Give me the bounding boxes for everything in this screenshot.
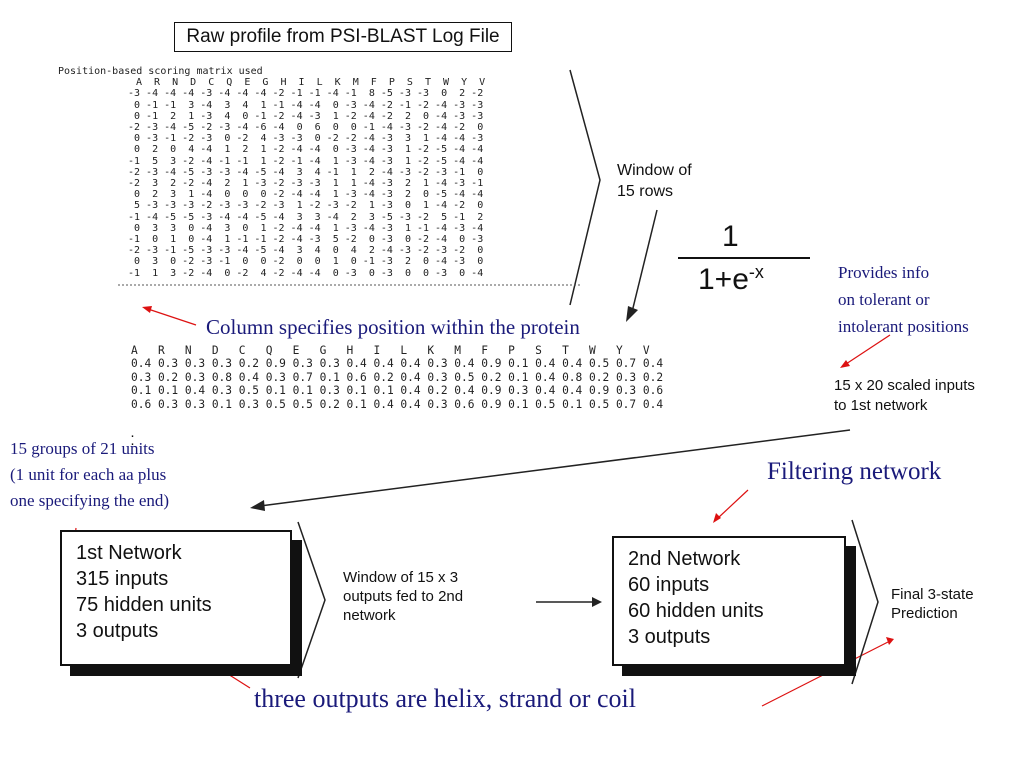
scaled-to-net1-line	[259, 429, 851, 507]
red-arrowhead-provides	[840, 360, 850, 368]
window-arrow-line	[631, 209, 658, 313]
groups-note: 15 groups of 21 units (1 unit for each a…	[10, 439, 170, 510]
window-15-rows-label: Window of 15 rows	[617, 162, 692, 200]
red-arrow-column	[147, 308, 197, 326]
window-15x3-label: Window of 15 x 3 outputs fed to 2nd netw…	[343, 569, 464, 624]
matrix-row: -2 -3 -1 -5 -3 -3 -4 -5 -4 3 4 0 4 2 -4 …	[128, 245, 484, 257]
raw-matrix: Position-based scoring matrix used A R N…	[58, 66, 485, 279]
scaled-row: 0.1 0.1 0.4 0.3 0.5 0.1 0.1 0.3 0.1 0.1 …	[131, 384, 664, 398]
window-arrowhead	[626, 306, 638, 322]
network2-inputs: 60 inputs	[628, 574, 710, 596]
scaled-header: A R N D C Q E G H I L K M F P S T W Y V	[131, 344, 650, 357]
matrix-row: -1 5 3 -2 -4 -1 -1 1 -2 -1 -4 1 -3 -4 -3…	[128, 155, 484, 167]
red-arrow-provides	[845, 334, 891, 365]
formula-exponent: -x	[748, 262, 764, 282]
matrix-row: 5 -3 -3 -3 -2 -3 -3 -2 -3 1 -2 -3 -2 1 -…	[128, 200, 484, 212]
network1-outputs: 3 outputs	[76, 620, 159, 642]
matrix-row: -1 -4 -5 -5 -3 -4 -4 -5 -4 3 3 -4 2 3 -5…	[128, 211, 484, 223]
scaled-rows: 0.4 0.3 0.3 0.3 0.2 0.9 0.3 0.3 0.4 0.4 …	[131, 357, 663, 411]
raw-profile-title: Raw profile from PSI-BLAST Log File	[174, 22, 512, 52]
matrix-row: 0 2 0 4 -4 1 2 1 -2 -4 -4 0 -3 -4 -3 1 -…	[128, 144, 484, 156]
final-prediction-label: Final 3-state Prediction	[891, 586, 974, 622]
matrix-row: -2 -3 -4 -5 -2 -3 -4 -6 -4 0 6 0 0 -1 -4…	[128, 122, 484, 134]
matrix-title: Position-based scoring matrix used	[58, 66, 263, 77]
network2-hidden: 60 hidden units	[628, 600, 764, 622]
network1-box: 1st Network 315 inputs 75 hidden units 3…	[60, 530, 292, 666]
scaled-row: 0.4 0.3 0.3 0.3 0.2 0.9 0.3 0.3 0.4 0.4 …	[131, 357, 664, 371]
chevron-net1	[297, 521, 326, 679]
red-arrow-filtering	[717, 489, 749, 519]
scaled-row: 0.6 0.3 0.3 0.1 0.3 0.5 0.5 0.2 0.1 0.4 …	[131, 397, 664, 411]
network1-title: 1st Network	[76, 542, 182, 564]
outputs-note: three outputs are helix, strand or coil	[254, 684, 636, 713]
network2-title: 2nd Network	[628, 548, 741, 570]
network2-outputs: 3 outputs	[628, 626, 711, 648]
red-arrowhead-outputs-right	[886, 637, 894, 645]
matrix-row: -2 -3 -4 -5 -3 -3 -4 -5 -4 3 4 -1 1 2 -4…	[128, 166, 484, 178]
continuation-dots: ··	[130, 427, 135, 452]
scaled-row: 0.3 0.2 0.3 0.8 0.4 0.3 0.7 0.1 0.6 0.2 …	[131, 370, 664, 384]
matrix-row: 0 3 3 0 -4 3 0 1 -2 -4 -4 1 -3 -4 -3 1 -…	[128, 222, 484, 234]
network2-box: 2nd Network 60 inputs 60 hidden units 3 …	[612, 536, 846, 666]
matrix-row: 0 3 0 -2 -3 -1 0 0 -2 0 0 1 0 -1 -3 2 0 …	[128, 256, 484, 268]
formula-denominator-base: 1+e	[698, 263, 749, 296]
red-arrowhead-filtering	[713, 513, 721, 523]
network1-hidden: 75 hidden units	[76, 594, 212, 616]
column-note: Column specifies position within the pro…	[206, 315, 580, 339]
matrix-header: A R N D C Q E G H I L K M F P S T W Y V	[136, 77, 486, 89]
matrix-row: 0 -3 -1 -2 -3 0 -2 4 -3 -3 0 -2 -2 -4 -3…	[128, 133, 484, 145]
scaled-to-net1-arrowhead	[250, 500, 265, 511]
matrix-row: -2 3 2 -2 -4 2 1 -3 -2 -3 -3 1 1 -4 -3 2…	[128, 178, 484, 190]
scaled-matrix: A R N D C Q E G H I L K M F P S T W Y V …	[131, 344, 663, 411]
window-bracket	[569, 69, 601, 306]
matrix-row: -3 -4 -4 -4 -3 -4 -4 -4 -2 -1 -1 -4 -1 8…	[128, 88, 484, 100]
red-arrow-outputs-right	[761, 641, 889, 707]
window-to-net2-arrowhead	[592, 597, 602, 607]
matrix-row: -1 0 1 0 -4 1 -1 -1 -2 -4 -3 5 -2 0 -3 0…	[128, 234, 484, 246]
matrix-row: 0 -1 -1 3 -4 3 4 1 -1 -4 -4 0 -3 -4 -2 -…	[128, 99, 484, 111]
red-arrowhead-column	[142, 306, 152, 313]
filtering-network-note: Filtering network	[767, 458, 942, 485]
matrix-row: 0 2 3 1 -4 0 0 0 -2 -4 -4 1 -3 -4 -3 2 0…	[128, 189, 484, 201]
matrix-row: 0 -1 2 1 -3 4 0 -1 -2 -4 -3 1 -2 -4 -2 2…	[128, 110, 484, 122]
provides-info-note: Provides info on tolerant or intolerant …	[838, 263, 969, 336]
matrix-rows: -3 -4 -4 -4 -3 -4 -4 -4 -2 -1 -1 -4 -1 8…	[58, 88, 485, 278]
matrix-row: -1 1 3 -2 -4 0 -2 4 -2 -4 -4 0 -3 0 -3 0…	[128, 267, 484, 279]
formula-denominator: 1+e-x	[698, 262, 764, 297]
formula-numerator: 1	[722, 220, 739, 253]
scaled-inputs-label: 15 x 20 scaled inputs to 1st network	[834, 377, 975, 414]
chevron-net2	[851, 519, 879, 685]
network1-inputs: 315 inputs	[76, 568, 169, 590]
